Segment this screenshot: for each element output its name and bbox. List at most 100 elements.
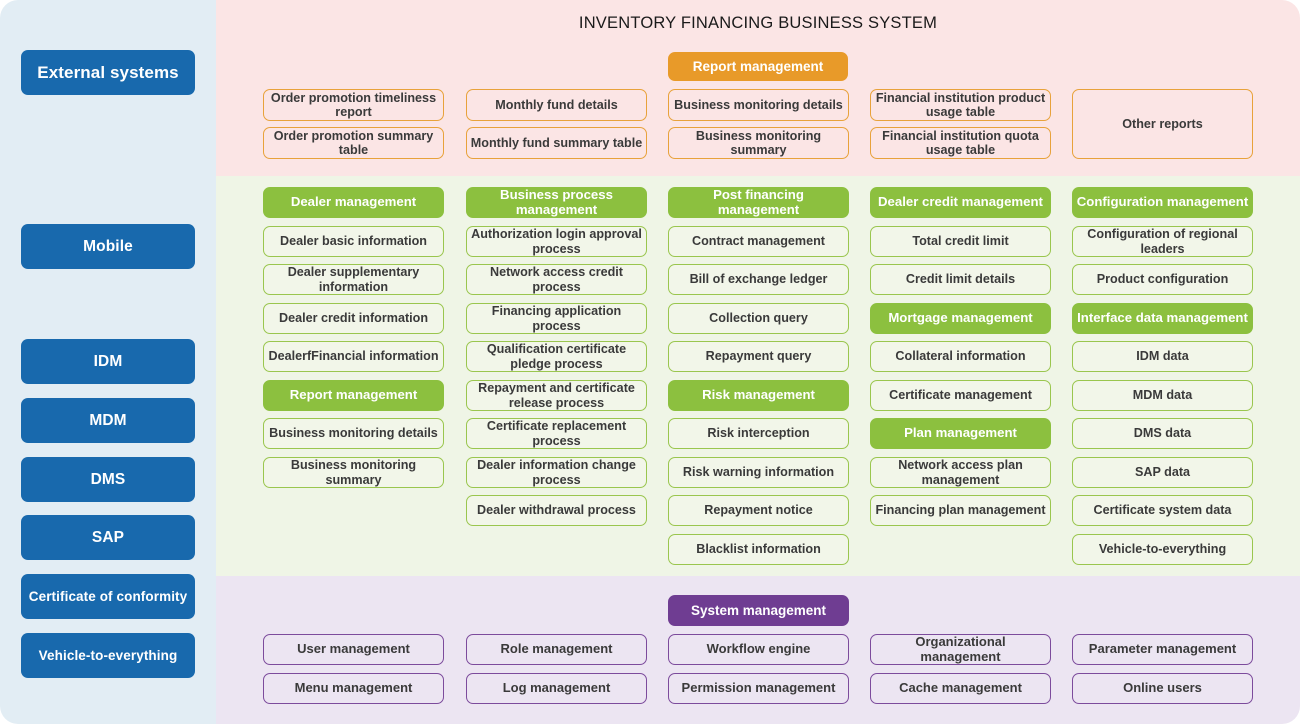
business-node-label: IDM data [1136, 349, 1189, 364]
business-node[interactable]: Vehicle-to-everything [1072, 534, 1253, 565]
business-node[interactable]: Business monitoring details [263, 418, 444, 449]
sidebar-item-dms[interactable]: DMS [21, 457, 195, 502]
report-node-label: Monthly fund summary table [470, 135, 643, 150]
business-node-label: Financing application process [491, 304, 622, 333]
business-header-dealer-credit-management[interactable]: Dealer credit management [870, 187, 1051, 218]
report-node[interactable]: Monthly fund details [466, 89, 647, 121]
system-node[interactable]: Parameter management [1072, 634, 1253, 665]
sidebar-item-vehicle-to-everything[interactable]: Vehicle-to-everything [21, 633, 195, 678]
system-node[interactable]: Permission management [668, 673, 849, 704]
business-node-label: Collateral information [895, 349, 1026, 364]
system-node[interactable]: Role management [466, 634, 647, 665]
report-node[interactable]: Financial institution product usage tabl… [870, 89, 1051, 121]
sidebar-item-label: SAP [91, 528, 125, 546]
business-node[interactable]: Network access plan management [870, 457, 1051, 488]
business-header-mortgage-management[interactable]: Mortgage management [870, 303, 1051, 334]
system-management-header-label: System management [690, 602, 827, 618]
business-header-plan-management[interactable]: Plan management [870, 418, 1051, 449]
business-node[interactable]: Contract management [668, 226, 849, 257]
business-node[interactable]: Financing plan management [870, 495, 1051, 526]
report-node[interactable]: Business monitoring summary [668, 127, 849, 159]
business-node[interactable]: IDM data [1072, 341, 1253, 372]
sidebar-item-mdm[interactable]: MDM [21, 398, 195, 443]
business-header-business-process-management[interactable]: Business process management [466, 187, 647, 218]
business-node[interactable]: Dealer information change process [466, 457, 647, 488]
sidebar-item-label: MDM [89, 411, 127, 429]
business-header-configuration-management[interactable]: Configuration management [1072, 187, 1253, 218]
system-node[interactable]: Cache management [870, 673, 1051, 704]
business-node[interactable]: Certificate system data [1072, 495, 1253, 526]
business-node-label: SAP data [1134, 465, 1191, 480]
report-node-label: Monthly fund details [495, 97, 618, 112]
business-header-post-financing-management[interactable]: Post financing management [668, 187, 849, 218]
system-management-header[interactable]: System management [668, 595, 849, 626]
business-node[interactable]: Financing application process [466, 303, 647, 334]
system-node[interactable]: User management [263, 634, 444, 665]
business-node-label: Certificate management [889, 388, 1032, 403]
business-node[interactable]: DealerfFinancial information [263, 341, 444, 372]
business-node[interactable]: Collateral information [870, 341, 1051, 372]
business-node[interactable]: Dealer basic information [263, 226, 444, 257]
report-node[interactable]: Business monitoring details [668, 89, 849, 121]
business-node[interactable]: Network access credit process [466, 264, 647, 295]
business-node-label: Risk warning information [682, 465, 835, 480]
business-node[interactable]: Risk interception [668, 418, 849, 449]
report-management-header-label: Report management [692, 58, 824, 74]
business-node[interactable]: Risk warning information [668, 457, 849, 488]
business-node-label: Bill of exchange ledger [689, 272, 828, 287]
business-header-dealer-management[interactable]: Dealer management [263, 187, 444, 218]
business-node[interactable]: Certificate management [870, 380, 1051, 411]
business-node[interactable]: Credit limit details [870, 264, 1051, 295]
system-node[interactable]: Workflow engine [668, 634, 849, 665]
business-node[interactable]: Repayment and certificate release proces… [466, 380, 647, 411]
business-node-label: Configuration of regional leaders [1087, 227, 1238, 256]
system-node-label: User management [297, 641, 410, 657]
system-node[interactable]: Online users [1072, 673, 1253, 704]
business-node[interactable]: Authorization login approval process [466, 226, 647, 257]
business-node[interactable]: Dealer credit information [263, 303, 444, 334]
business-node-label: Dealer credit information [278, 311, 429, 326]
sidebar-item-sap[interactable]: SAP [21, 515, 195, 560]
sidebar-item-label: Mobile [83, 237, 133, 255]
system-node[interactable]: Log management [466, 673, 647, 704]
business-node-label: DealerfFinancial information [268, 349, 439, 364]
business-node-label: Business monitoring summary [290, 458, 417, 487]
business-node[interactable]: Repayment notice [668, 495, 849, 526]
business-node[interactable]: Dealer withdrawal process [466, 495, 647, 526]
business-node[interactable]: MDM data [1072, 380, 1253, 411]
business-node[interactable]: SAP data [1072, 457, 1253, 488]
business-node[interactable]: Bill of exchange ledger [668, 264, 849, 295]
business-header-risk-management[interactable]: Risk management [668, 380, 849, 411]
system-node[interactable]: Organizational management [870, 634, 1051, 665]
business-node[interactable]: Total credit limit [870, 226, 1051, 257]
report-node[interactable]: Monthly fund summary table [466, 127, 647, 159]
business-header-interface-data-management[interactable]: Interface data management [1072, 303, 1253, 334]
business-node[interactable]: DMS data [1072, 418, 1253, 449]
sidebar-item-idm[interactable]: IDM [21, 339, 195, 384]
system-node-label: Permission management [681, 680, 836, 696]
business-node-label: Repayment query [705, 349, 812, 364]
business-node-label: Authorization login approval process [471, 227, 642, 256]
business-node-label: Report management [289, 387, 418, 403]
sidebar-item-certificate-of-conformity[interactable]: Certificate of conformity [21, 574, 195, 619]
report-node[interactable]: Order promotion summary table [263, 127, 444, 159]
sidebar-item-external-systems[interactable]: External systems [21, 50, 195, 95]
business-node[interactable]: Dealer supplementary information [263, 264, 444, 295]
report-node-label: Order promotion summary table [273, 128, 434, 157]
business-node[interactable]: Configuration of regional leaders [1072, 226, 1253, 257]
system-node[interactable]: Menu management [263, 673, 444, 704]
business-node[interactable]: Collection query [668, 303, 849, 334]
system-node-label: Workflow engine [706, 641, 811, 657]
sidebar-item-mobile[interactable]: Mobile [21, 224, 195, 269]
report-node[interactable]: Financial institution quota usage table [870, 127, 1051, 159]
report-management-header[interactable]: Report management [668, 52, 848, 81]
business-node[interactable]: Repayment query [668, 341, 849, 372]
report-node-other-reports[interactable]: Other reports [1072, 89, 1253, 159]
report-node[interactable]: Order promotion timeliness report [263, 89, 444, 121]
business-header-report-management[interactable]: Report management [263, 380, 444, 411]
business-node[interactable]: Business monitoring summary [263, 457, 444, 488]
business-node[interactable]: Blacklist information [668, 534, 849, 565]
business-node[interactable]: Qualification certificate pledge process [466, 341, 647, 372]
business-node[interactable]: Certificate replacement process [466, 418, 647, 449]
business-node[interactable]: Product configuration [1072, 264, 1253, 295]
